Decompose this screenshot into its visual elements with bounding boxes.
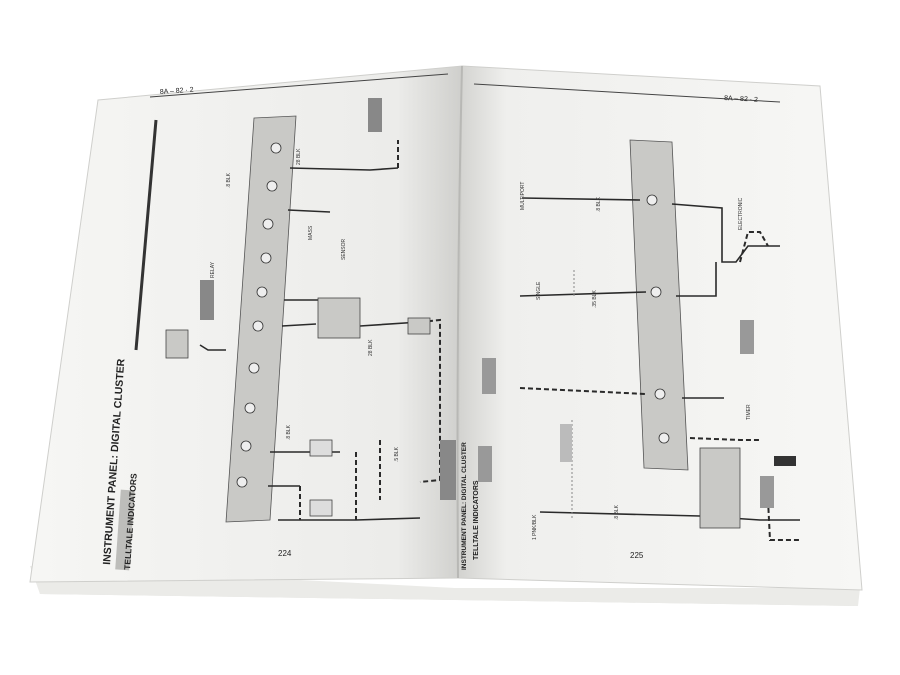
page-stack <box>30 566 860 606</box>
svg-text:.8 BLK: .8 BLK <box>614 504 620 520</box>
svg-text:1 PNK/BLK: 1 PNK/BLK <box>532 514 538 540</box>
svg-text:.8 BLK: .8 BLK <box>286 424 292 440</box>
svg-text:28 BLK: 28 BLK <box>368 339 374 356</box>
svg-text:SINGLE: SINGLE <box>536 281 542 300</box>
right-page-number: 225 <box>630 551 644 560</box>
telltale-label-bg <box>115 489 135 571</box>
svg-text:SENSOR: SENSOR <box>341 238 347 260</box>
left-page-content: 8A – 82 · 2 <box>101 73 456 571</box>
right-wiring-diagram: MULTIPORT SINGLE .8 BLK .35 BLK ELECTRON… <box>478 139 800 541</box>
left-cluster-panel <box>225 115 297 523</box>
right-cluster-panel <box>629 139 689 471</box>
right-page-content: 8A – 82 · 2 <box>461 83 800 570</box>
svg-text:.35 BLK: .35 BLK <box>592 290 598 308</box>
svg-text:RELAY: RELAY <box>210 261 216 278</box>
svg-text:.8 BLK: .8 BLK <box>226 172 232 188</box>
left-page-number: 224 <box>278 549 292 558</box>
svg-text:ELECTRONIC: ELECTRONIC <box>738 197 744 230</box>
left-page-header: 8A – 82 · 2 <box>160 87 194 96</box>
right-page-sidebar-subtitle: TELLTALE INDICATORS <box>473 480 480 560</box>
svg-text:.8 BLK: .8 BLK <box>596 196 602 212</box>
svg-text:28 BLK: 28 BLK <box>296 148 302 165</box>
svg-text:TIMER: TIMER <box>746 404 752 420</box>
svg-text:.5 BLK: .5 BLK <box>394 446 400 462</box>
svg-text:MASS: MASS <box>308 225 314 240</box>
right-page-sidebar-title: INSTRUMENT PANEL: DIGITAL CLUSTER <box>461 442 468 570</box>
left-wiring-diagram: 28 BLK MASS SENSOR 28 BLK RELAY .8 BLK .… <box>165 98 456 523</box>
right-page-header: 8A – 82 · 2 <box>724 95 758 104</box>
book-gutter <box>456 65 463 579</box>
svg-text:MULTIPORT: MULTIPORT <box>520 182 526 210</box>
